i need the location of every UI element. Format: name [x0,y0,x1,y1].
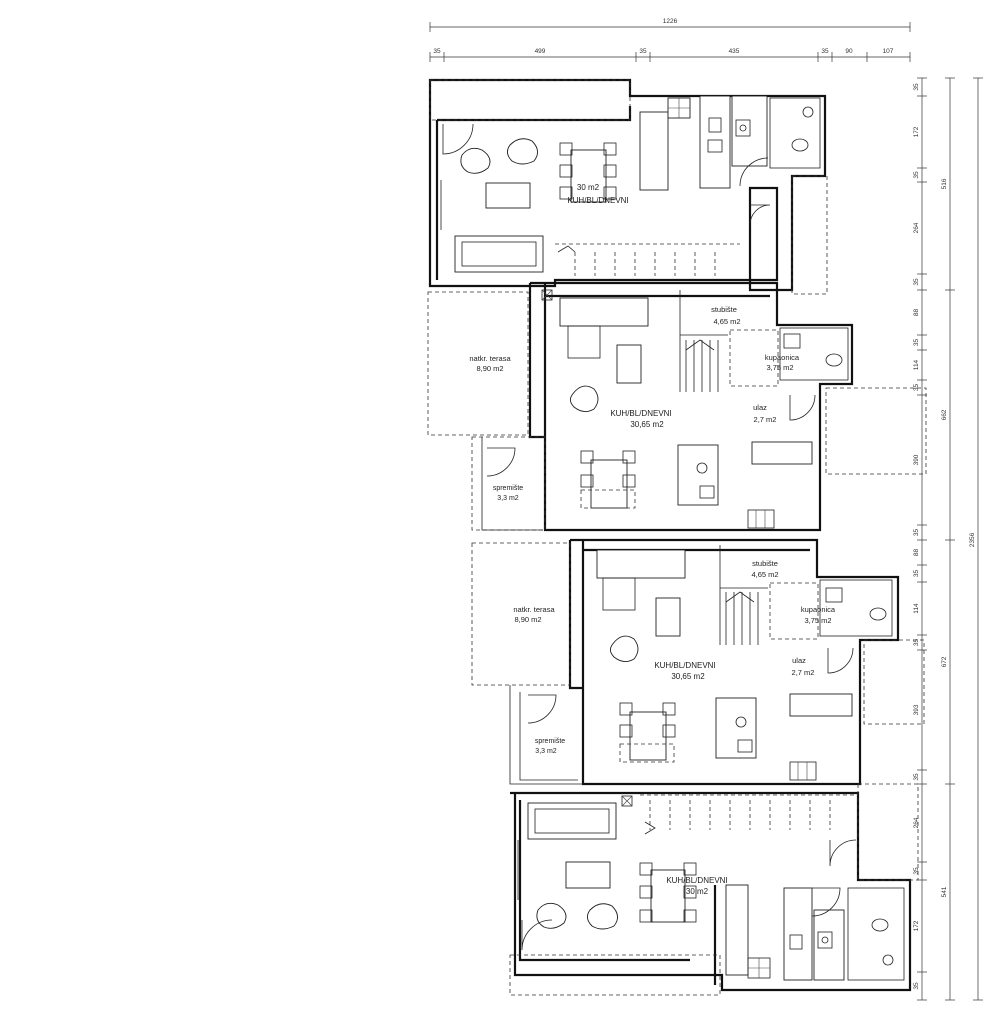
right-dimensions: 516 662 672 541 2356 [917,77,983,1001]
right-inner-dim: 172 [913,126,920,137]
right-inner-dim: 35 [913,529,920,537]
room-name: natkr. terasa [469,354,511,363]
right-inner-dim: 35 [913,639,920,647]
room-area: 3,75 m2 [804,616,831,625]
room-area: 2,7 m2 [754,415,777,424]
room-name: ulaz [753,403,767,412]
right-inner-dim: 264 [913,817,920,828]
right-mid-dim: 516 [941,178,948,189]
right-inner-dim: 35 [913,867,920,875]
right-inner-dim: 172 [913,920,920,931]
right-inner-dim: 35 [913,339,920,347]
right-inner-dim: 390 [913,454,920,465]
room-area: 30 m2 [686,887,709,896]
room-name: KUH/BL/DNEVNI [610,409,671,418]
room-name: stubište [711,305,737,314]
room-area: 30 m2 [577,183,600,192]
room-name: spremište [493,485,523,492]
right-mid-dim: 662 [941,409,948,420]
room-name: spremište [535,738,565,745]
right-inner-dim: 393 [913,704,920,715]
right-inner-dim: 35 [913,278,920,286]
room-area: 3,75 m2 [766,363,793,372]
top-seg-dim: 435 [729,48,740,55]
right-inner-dim: 35 [913,570,920,578]
top-dimensions: 1226 35 499 35 435 35 90 107 [429,18,911,62]
room-name: kupaonica [801,605,836,614]
top-seg-dim: 35 [821,48,829,55]
unit-3: natkr. terasa 8,90 m2 spremište 3,3 m2 s… [471,538,925,786]
right-inner-dim: 35 [913,83,920,91]
room-area: 3,3 m2 [535,748,557,755]
right-inner-dim: 264 [913,222,920,233]
top-seg-dim: 499 [535,48,546,55]
top-seg-dim: 90 [845,48,853,55]
right-inner-dim: 114 [913,603,920,614]
room-area: 30,65 m2 [671,672,705,681]
room-area: 8,90 m2 [476,364,503,373]
room-name: KUH/BL/DNEVNI [666,876,727,885]
unit-4: KUH/BL/DNEVNI 30 m2 [509,783,919,996]
room-area: 3,3 m2 [497,495,519,502]
room-name: ulaz [792,656,806,665]
right-inner-dimensions: 35 172 35 264 35 88 35 114 35 390 35 88 … [913,83,920,990]
right-total-dim: 2356 [969,532,976,547]
right-inner-dim: 35 [913,773,920,781]
unit-1: 30 m2 KUH/BL/DNEVNI [428,78,828,295]
right-mid-dim: 672 [941,656,948,667]
right-inner-dim: 35 [913,171,920,179]
room-name: natkr. terasa [513,605,555,614]
right-inner-dim: 114 [913,359,920,370]
top-seg-dim: 35 [639,48,647,55]
room-name: KUH/BL/DNEVNI [567,196,628,205]
top-seg-dim: 107 [883,48,894,55]
room-name: KUH/BL/DNEVNI [654,661,715,670]
top-total-dim: 1226 [663,18,678,25]
room-area: 4,65 m2 [713,317,740,326]
room-name: stubište [752,559,778,568]
right-inner-dim: 88 [913,309,920,317]
room-area: 2,7 m2 [792,668,815,677]
right-inner-dim: 35 [913,982,920,990]
right-mid-dim: 541 [941,886,948,897]
right-inner-dim: 35 [913,384,920,392]
right-inner-dim: 88 [913,549,920,557]
unit-2: natkr. terasa 8,90 m2 spremište 3,3 m2 s… [427,281,927,532]
top-seg-dim: 35 [433,48,441,55]
room-area: 4,65 m2 [751,570,778,579]
room-area: 8,90 m2 [514,615,541,624]
room-area: 30,65 m2 [630,420,664,429]
room-name: kupaonica [765,353,800,362]
